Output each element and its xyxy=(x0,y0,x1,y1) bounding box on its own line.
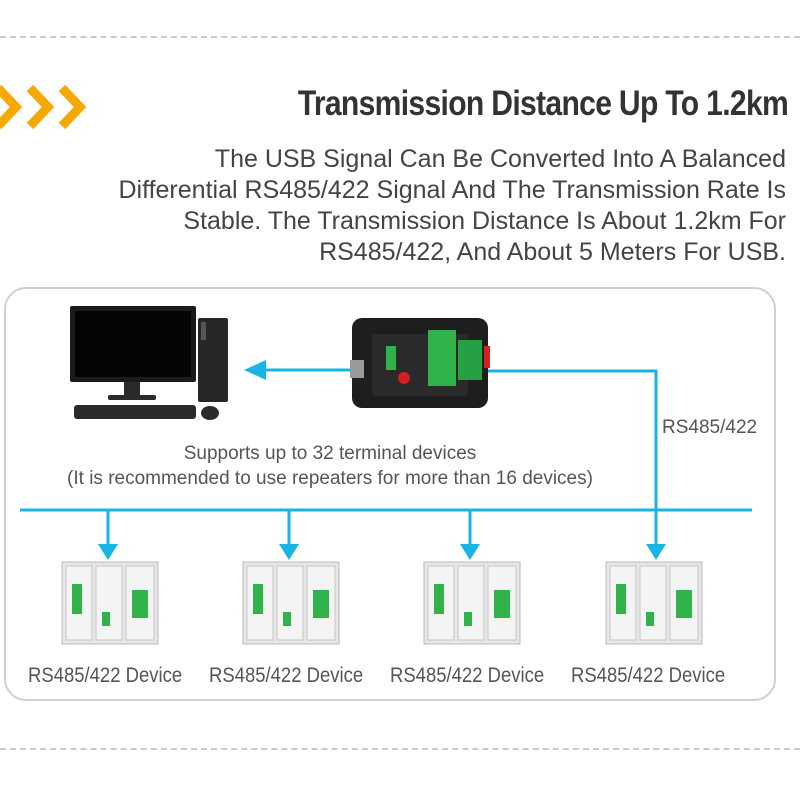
page-title: Transmission Distance Up To 1.2km xyxy=(297,84,789,123)
support-note: Supports up to 32 terminal devices (It i… xyxy=(0,441,660,491)
bus-label: RS485/422 xyxy=(662,417,758,438)
description-line: Stable. The Transmission Distance Is Abo… xyxy=(183,207,786,235)
arrow-down-icon xyxy=(646,544,666,560)
device-label: RS485/422 Device xyxy=(571,664,726,687)
device-label: RS485/422 Device xyxy=(390,664,545,687)
device-rack-icon xyxy=(61,561,159,645)
device-label: RS485/422 Device xyxy=(209,664,364,687)
description-line: RS485/422, And About 5 Meters For USB. xyxy=(319,238,786,266)
chevron-arrows-icon xyxy=(0,84,87,130)
device-rack-icon xyxy=(423,561,521,645)
diagram-panel xyxy=(4,287,776,701)
device-rack-icon xyxy=(242,561,340,645)
computer-icon xyxy=(70,306,228,420)
description: The USB Signal Can Be Converted Into A B… xyxy=(0,144,786,268)
arrow-left-icon xyxy=(244,360,266,380)
description-line: The USB Signal Can Be Converted Into A B… xyxy=(214,145,786,173)
mouse xyxy=(201,406,219,420)
rs485-link-line xyxy=(486,369,658,548)
bus-lines xyxy=(20,368,752,548)
converter-icon xyxy=(350,318,490,408)
device-label: RS485/422 Device xyxy=(28,664,183,687)
arrow-down-icon xyxy=(460,544,480,560)
description-line: Differential RS485/422 Signal And The Tr… xyxy=(118,176,786,204)
arrow-down-icon xyxy=(98,544,118,560)
support-line: Supports up to 32 terminal devices xyxy=(183,443,477,464)
arrow-down-icon xyxy=(279,544,299,560)
device-rack-icon xyxy=(605,561,703,645)
arrowheads xyxy=(98,360,666,560)
support-line: (It is recommended to use repeaters for … xyxy=(67,468,593,489)
keyboard xyxy=(74,405,196,419)
bottom-divider xyxy=(0,748,800,750)
top-divider xyxy=(0,36,800,38)
